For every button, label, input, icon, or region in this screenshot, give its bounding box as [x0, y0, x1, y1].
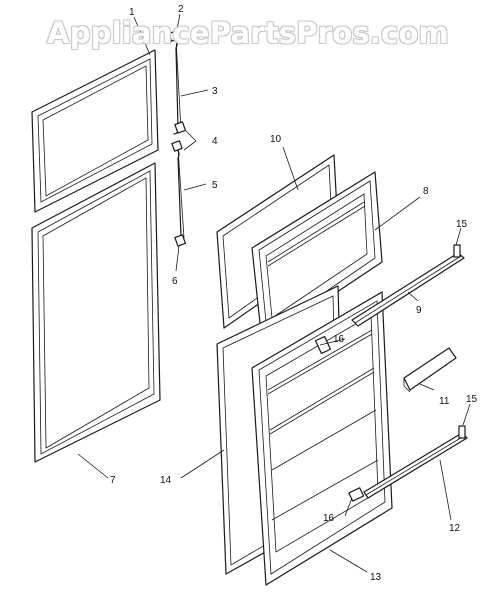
- callout-3: 3: [212, 86, 218, 97]
- callout-4: 4: [212, 136, 218, 147]
- callout-7: 7: [110, 475, 116, 486]
- callout-leaders: [77, 13, 471, 573]
- callout-labels: 1 2 3 4 5 6 7 10 8 15 9 16 11 15 14 12 1…: [110, 4, 478, 583]
- callout-16-lower: 16: [323, 513, 335, 524]
- callout-15-lower: 15: [466, 394, 478, 405]
- callout-14: 14: [160, 475, 172, 486]
- door-handle-strips: [168, 30, 187, 247]
- freezer-door-gasket: [31, 49, 159, 213]
- callout-5: 5: [212, 180, 218, 191]
- upper-door-rail: [351, 244, 465, 327]
- dairy-compartment-door: [403, 347, 457, 393]
- freezer-inner-door: [251, 171, 383, 343]
- callout-13: 13: [370, 572, 382, 583]
- callout-16-upper: 16: [333, 334, 345, 345]
- watermark-logo: AppliancePartsPros.com: [47, 16, 449, 50]
- callout-2: 2: [178, 4, 184, 15]
- callout-11: 11: [439, 396, 450, 407]
- callout-15-upper: 15: [456, 219, 468, 230]
- callout-8: 8: [423, 186, 429, 197]
- callout-10: 10: [270, 134, 282, 145]
- lower-door-rail: [363, 425, 468, 499]
- callout-1: 1: [129, 7, 135, 18]
- callout-12: 12: [449, 523, 461, 534]
- callout-6: 6: [172, 276, 178, 287]
- fresh-food-door-gasket: [31, 162, 161, 463]
- callout-9: 9: [416, 305, 422, 316]
